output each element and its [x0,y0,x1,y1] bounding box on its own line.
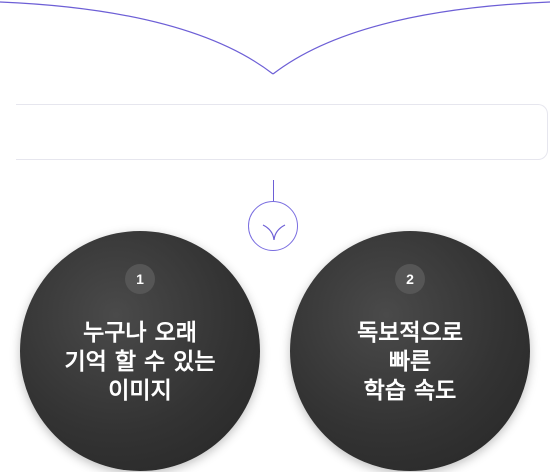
feature-text-line: 학습 속도 [363,378,457,404]
empty-content-box [16,104,548,160]
chevron-down-icon [262,224,286,241]
feature-text-line: 빠른 [388,349,432,375]
feature-text-line: 기억 할 수 있는 [64,349,216,375]
number-badge: 2 [395,264,425,294]
feature-text-line: 이미지 [108,378,172,404]
number-badge: 1 [125,264,155,294]
down-arrow-circle [248,201,298,251]
feature-circle-2: 2 독보적으로 빠른 학습 속도 [290,231,530,471]
feature-text: 누구나 오래 기억 할 수 있는 이미지 [20,319,260,406]
connector-line [273,180,274,208]
feature-text-line: 독보적으로 [357,320,463,346]
feature-circle-1: 1 누구나 오래 기억 할 수 있는 이미지 [20,231,260,471]
top-connector-lines [0,1,550,75]
feature-text: 독보적으로 빠른 학습 속도 [290,319,530,406]
feature-text-line: 누구나 오래 [83,320,197,346]
